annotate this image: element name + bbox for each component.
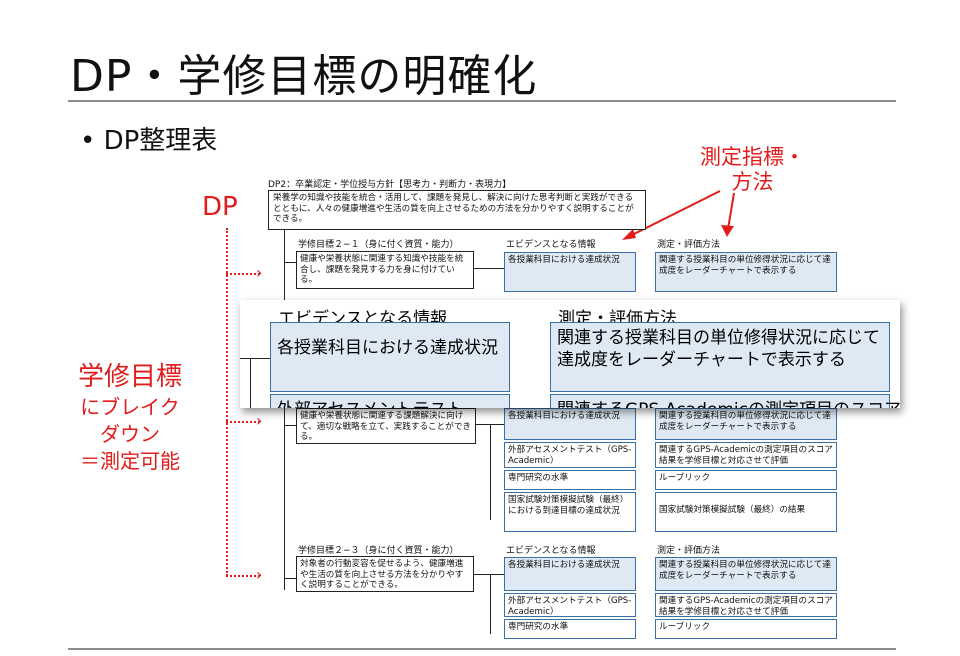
arrow-icon-goal2: › [256, 411, 263, 430]
goal2-method-2: 関連するGPS-Academicの測定項目のスコア結果を学修目標と対応させて評価 [655, 442, 837, 468]
arrow-to-method [727, 192, 735, 230]
goal2-method-1: 関連する授業科目の単位修得状況に応じて達成度をレーダーチャートで表示する [655, 408, 837, 440]
goal2-evidence-2: 外部アセスメントテスト（GPS-Academic） [504, 442, 636, 468]
goal1-heading: 学修目標２−１（身に付く資質・能力） [298, 240, 459, 250]
dp2-heading: DP2：卒業認定・学位授与方針【思考力・判断力・表現力】 [268, 180, 512, 190]
tree-branch-1 [284, 262, 296, 263]
goal2-evidence-4: 国家試験対策模擬試験（最終）における到達目標の達成状況 [504, 492, 636, 532]
goal-label-line1: 学修目標 [77, 362, 182, 392]
goal1-link [474, 268, 504, 269]
zoom-evidence-box: 各授業科目における達成状況 [270, 322, 510, 392]
goal2-evidence-3: 専門研究の水準 [504, 470, 636, 490]
title-divider [68, 100, 896, 102]
goal1-method-header: 測定・評価方法 [657, 240, 721, 250]
goal3-evidence-1: 各授業科目における達成状況 [504, 557, 636, 591]
tree-spine [284, 230, 285, 590]
goal2-box: 健康や栄養状態に関連する課題解決に向けて、適切な戦略を立て、実践することができる… [296, 408, 476, 444]
zoom-link-line [240, 358, 270, 359]
goal2-method-4: 国家試験対策模擬試験（最終）の結果 [655, 492, 837, 532]
measure-label-line2: 方法 [731, 170, 774, 195]
slide-title: DP・学修目標の明確化 [70, 51, 538, 102]
tree-branch-3 [284, 578, 296, 579]
goal3-method-header: 測定・評価方法 [657, 546, 721, 556]
goal3-evidence-spine [490, 574, 491, 634]
goal1-evidence-1: 各授業科目における達成状況 [504, 252, 636, 292]
goal-label-line3: ダウン [100, 422, 160, 446]
zoom-callout: エビデンスとなる情報 測定・評価方法 各授業科目における達成状況 関連する授業科… [240, 300, 900, 408]
arrow-icon-goal3: › [256, 565, 263, 584]
dotted-branch-2 [226, 421, 260, 423]
dotted-branch-1 [226, 273, 260, 275]
goal2-evidence-spine [490, 424, 491, 520]
measure-label-line1: 測定指標・ [700, 145, 805, 169]
goal3-evidence-3: 専門研究の水準 [504, 619, 636, 639]
bullet-dp-table: • DP整理表 [80, 126, 218, 156]
dotted-branch-3 [226, 575, 260, 577]
arrowhead-evidence [622, 229, 636, 240]
goal3-evidence-header: エビデンスとなる情報 [506, 546, 596, 556]
dp-label: DP [202, 192, 238, 222]
zoom-evidence-next: 外部アセスメントテスト [270, 394, 510, 408]
goal-breakdown-label: 学修目標 にブレイク ダウン ＝測定可能 [60, 360, 200, 475]
goal3-evidence-2: 外部アセスメントテスト（GPS-Academic） [504, 593, 636, 617]
goal3-heading: 学修目標２−３（身に付く資質・能力） [298, 546, 459, 556]
goal-label-line2: にブレイク [80, 395, 180, 419]
goal3-link [474, 574, 504, 575]
arrow-icon-goal1: › [256, 263, 263, 282]
goal-label-line4: ＝測定可能 [80, 449, 180, 473]
goal3-method-1: 関連する授業科目の単位修得状況に応じて達成度をレーダーチャートで表示する [655, 557, 837, 591]
goal1-method-1: 関連する授業科目の単位修得状況に応じて達成度をレーダーチャートで表示する [655, 252, 837, 292]
dp2-box: 栄養学の知識や技能を統合・活用して、課題を発見し、解決に向けた思考判断と実践がで… [268, 190, 646, 230]
footer-divider [68, 648, 896, 650]
goal3-method-3: ルーブリック [655, 619, 837, 639]
zoom-method-next: 関連するGPS-Academicの測定項目のスコア [550, 394, 900, 408]
goal1-box: 健康や栄養状態に関連する知識や技能を統合し、課題を発見する力を身に付けている。 [296, 251, 474, 289]
tree-branch-2 [284, 425, 296, 426]
goal1-evidence-header: エビデンスとなる情報 [506, 240, 596, 250]
goal2-evidence-1: 各授業科目における達成状況 [504, 408, 636, 440]
dp-dotted-line [226, 228, 228, 576]
goal3-box: 対象者の行動変容を促せるよう、健康増進や生活の質を向上させる方法を分かりやすく説… [296, 556, 474, 592]
measure-label: 測定指標・ 方法 [700, 145, 805, 195]
goal3-method-2: 関連するGPS-Academicの測定項目のスコア結果を学修目標と対応させて評価 [655, 593, 837, 617]
arrowhead-method [721, 225, 734, 237]
goal2-method-3: ルーブリック [655, 470, 837, 490]
zoom-spine [250, 358, 251, 408]
goal2-link [476, 424, 504, 425]
zoom-method-box: 関連する授業科目の単位修得状況に応じて達成度をレーダーチャートで表示する [550, 322, 890, 392]
